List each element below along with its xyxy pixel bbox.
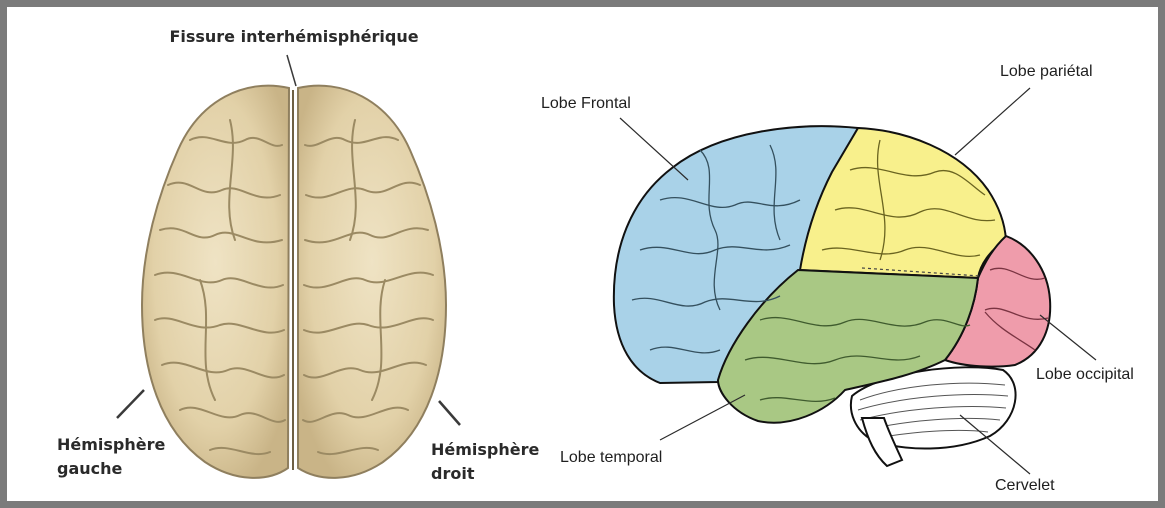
superior-view-brain	[117, 55, 460, 478]
label-right-hemisphere-2: droit	[431, 464, 475, 483]
fissure-leader	[287, 55, 296, 86]
occipital-leader	[1040, 315, 1096, 360]
left-hemisphere-leader	[117, 390, 144, 418]
parietal-leader	[955, 88, 1030, 155]
right-hemisphere-leader	[439, 401, 460, 425]
frontal-leader	[620, 118, 688, 180]
label-temporal: Lobe temporal	[560, 449, 662, 466]
label-occipital: Lobe occipital	[1036, 366, 1134, 383]
label-left-hemisphere-1: Hémisphère	[57, 435, 166, 454]
label-cerebellum: Cervelet	[995, 477, 1055, 494]
label-left-hemisphere-2: gauche	[57, 459, 123, 478]
label-right-hemisphere-1: Hémisphère	[431, 440, 540, 459]
lateral-view-brain	[614, 126, 1050, 466]
label-fissure: Fissure interhémisphérique	[169, 27, 418, 46]
label-frontal: Lobe Frontal	[541, 95, 631, 112]
label-parietal: Lobe pariétal	[1000, 63, 1093, 80]
temporal-leader	[660, 395, 745, 440]
